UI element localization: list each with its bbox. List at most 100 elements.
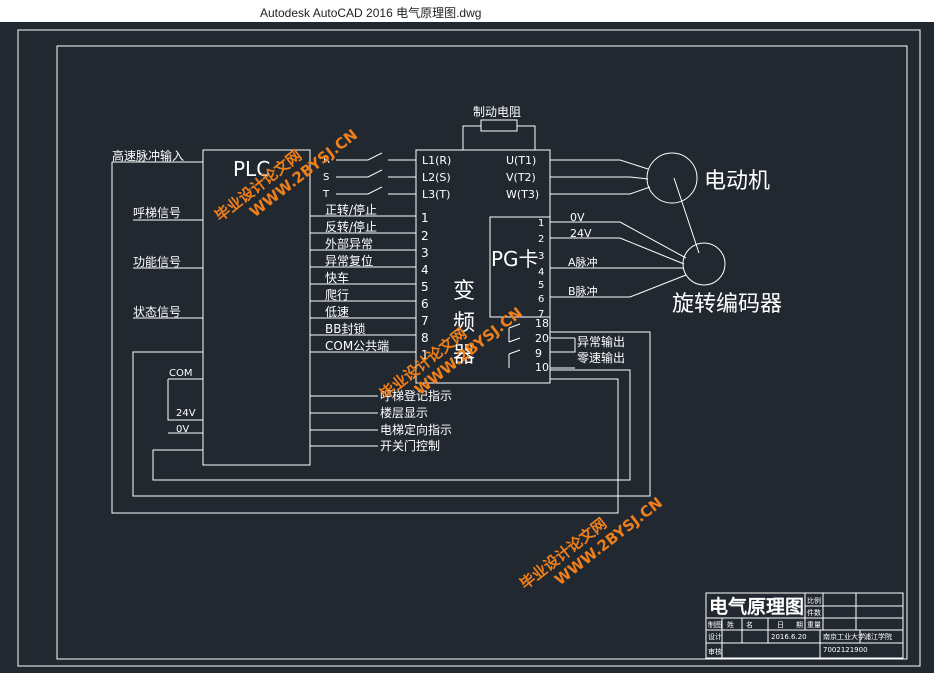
vfd-l2: L2(S)	[422, 171, 451, 184]
vfd-label-0: 变	[453, 279, 475, 304]
title-block-title: 电气原理图	[709, 595, 804, 618]
vfd-terminals: 1 2 3 4 5 6 7 8 1 正转/停止 反转/停止 外部异常 异常复位 …	[310, 202, 429, 362]
plc-power-wires	[167, 378, 203, 434]
svg-text:期: 期	[796, 621, 803, 629]
plc-input-wires	[112, 161, 203, 319]
svg-text:5: 5	[538, 280, 544, 291]
plc-input-0: 高速脉冲输入	[112, 148, 184, 163]
svg-text:20: 20	[535, 332, 549, 345]
plc-input-3: 状态信号	[133, 305, 181, 319]
func-2: 外部异常	[325, 236, 373, 251]
encoder-wires	[550, 221, 687, 298]
vfd-label-1: 频	[453, 311, 475, 336]
motor-encoder-shaft	[673, 177, 700, 254]
svg-text:设计: 设计	[708, 632, 722, 641]
relay-output-1: 零速输出	[577, 350, 625, 365]
svg-text:审核: 审核	[708, 647, 722, 656]
svg-text:2016.6.20: 2016.6.20	[771, 633, 807, 641]
svg-text:日: 日	[777, 621, 784, 629]
title-block[interactable]: 电气原理图 比例 件数 重量 制图 设计 审核 姓 名 日 期 2016.6.2…	[705, 592, 904, 659]
phase-s: S	[323, 172, 329, 183]
func-7: BB封锁	[325, 321, 365, 336]
svg-text:姓: 姓	[727, 620, 734, 629]
plc-0v-label: 0V	[176, 424, 189, 435]
svg-text:3: 3	[538, 251, 544, 262]
func-5: 爬行	[325, 288, 349, 302]
relay-outputs: 18 20 9 10 异常输出 零速输出	[111, 162, 651, 514]
plc-output-2: 电梯定向指示	[380, 422, 452, 437]
relay-output-0: 异常输出	[577, 334, 625, 349]
encoder-symbol[interactable]	[682, 242, 726, 286]
svg-text:18: 18	[535, 317, 549, 330]
terminal-3: 3	[421, 246, 429, 260]
plc-com-label: COM	[169, 368, 192, 379]
terminal-9: 1	[421, 348, 429, 362]
plc-input-1: 呼梯信号	[133, 206, 181, 220]
svg-text:9: 9	[535, 347, 542, 360]
func-1: 反转/停止	[325, 219, 377, 234]
vfd-l3: L3(T)	[422, 188, 450, 201]
func-0: 正转/停止	[325, 202, 377, 217]
phase-r: R	[323, 155, 330, 166]
plc-24v-label: 24V	[176, 408, 196, 419]
motor-label: 电动机	[704, 169, 770, 194]
pg-signal-24v: 24V	[570, 227, 592, 240]
svg-text:7002121900: 7002121900	[823, 646, 868, 654]
terminal-6: 6	[421, 297, 429, 311]
plc-input-2: 功能信号	[133, 255, 181, 269]
svg-text:件数: 件数	[807, 608, 821, 617]
svg-text:名: 名	[746, 620, 753, 629]
func-8: COM公共端	[325, 339, 389, 353]
motor-wires	[550, 159, 651, 195]
vfd-u: U(T1)	[506, 154, 536, 167]
pg-card-pins: 1 2 3 4 5 6 7	[538, 218, 544, 320]
plc-output-1: 楼层显示	[380, 405, 428, 420]
terminal-5: 5	[421, 280, 429, 294]
pg-signal-a: A脉冲	[568, 255, 598, 269]
svg-text:4: 4	[538, 267, 544, 278]
terminal-2: 2	[421, 229, 429, 243]
power-switches	[336, 152, 416, 195]
brake-resistor[interactable]	[480, 119, 518, 132]
plc-output-0: 呼梯登记指示	[380, 388, 452, 403]
terminal-4: 4	[421, 263, 429, 277]
svg-text:比例: 比例	[807, 596, 821, 605]
plc-outputs: 呼梯登记指示 楼层显示 电梯定向指示 开关门控制	[310, 388, 452, 453]
svg-text:重量: 重量	[807, 621, 821, 629]
pg-signal-b: B脉冲	[568, 284, 598, 298]
func-6: 低速	[325, 305, 349, 319]
plc-block[interactable]	[202, 149, 311, 466]
pg-card-block[interactable]	[489, 216, 551, 318]
func-4: 快车	[325, 270, 349, 285]
vfd-v: V(T2)	[506, 171, 536, 184]
schematic-drawing[interactable]: PLC 高速脉冲输入 呼梯信号 功能信号 状态信号 COM 24V 0V 变 频…	[0, 22, 934, 673]
terminal-8: 8	[421, 331, 429, 345]
phase-t: T	[322, 189, 330, 200]
svg-text:制图: 制图	[708, 620, 722, 629]
plc-output-3: 开关门控制	[380, 438, 440, 453]
svg-text:2: 2	[538, 234, 544, 245]
brake-label: 制动电阻	[473, 105, 521, 119]
svg-text:7: 7	[538, 309, 544, 320]
vfd-l1: L1(R)	[422, 154, 451, 167]
svg-text:10: 10	[535, 361, 549, 374]
watermark-2: 毕业设计论文网 WWW.2BYSJ.CN	[516, 494, 666, 594]
drawing-canvas[interactable]	[0, 22, 934, 673]
outer-border	[17, 29, 921, 667]
svg-text:南京工业大学: 南京工业大学	[823, 632, 865, 641]
brake-wires	[462, 125, 536, 150]
inner-border	[56, 45, 908, 660]
svg-text:浦江学院: 浦江学院	[864, 632, 892, 641]
plc-label: PLC	[233, 157, 270, 181]
func-3: 异常复位	[325, 253, 373, 268]
vfd-label-2: 器	[453, 343, 475, 368]
window-title: Autodesk AutoCAD 2016 电气原理图.dwg	[260, 6, 482, 20]
pg-signal-0v: 0V	[570, 211, 585, 224]
motor-symbol[interactable]	[646, 152, 698, 204]
terminal-7: 7	[421, 314, 429, 328]
title-bar: Autodesk AutoCAD 2016 电气原理图.dwg	[0, 0, 934, 22]
vfd-w: W(T3)	[506, 188, 539, 201]
pg-card-label: PG卡	[491, 247, 539, 271]
svg-text:1: 1	[538, 218, 544, 229]
svg-text:6: 6	[538, 294, 544, 305]
